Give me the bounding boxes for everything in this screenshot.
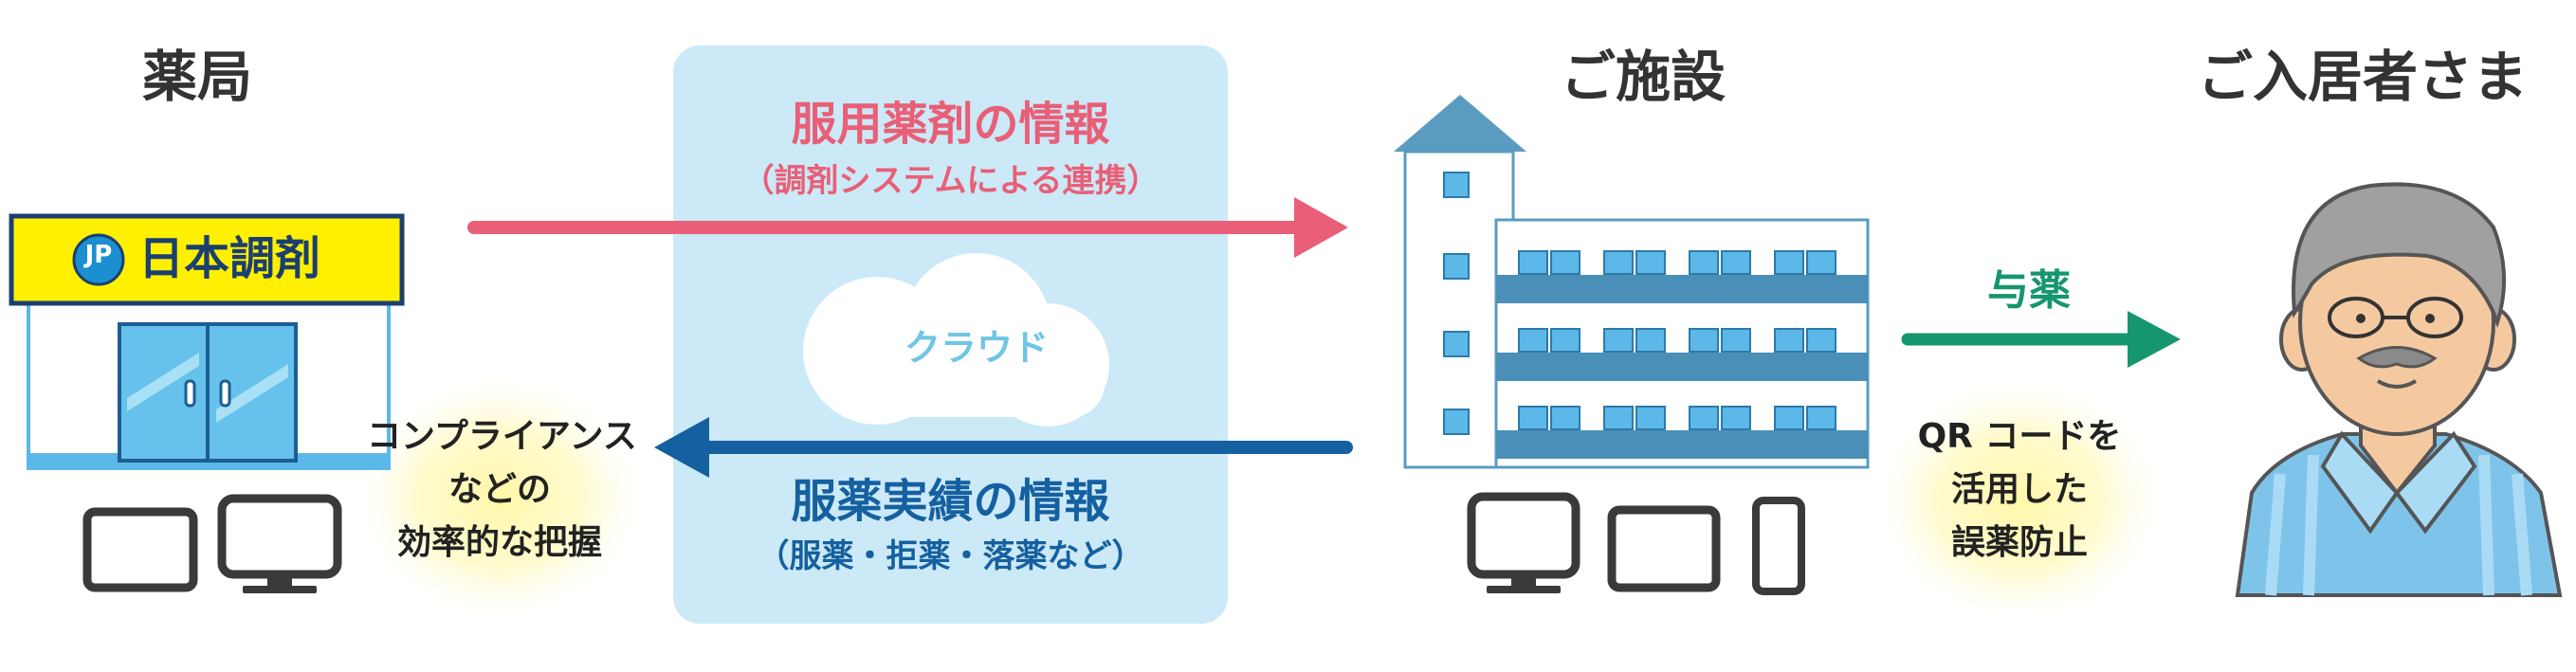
pharmacy-tablet-icon xyxy=(82,507,198,592)
column-title-pharmacy: 薬局 xyxy=(142,45,253,109)
note-left-line-3: 効率的な把握 xyxy=(396,523,602,562)
note-right-line-3: 誤薬防止 xyxy=(1950,523,2088,562)
cloud-icon xyxy=(803,253,1109,427)
facility-monitor-icon xyxy=(1467,492,1580,593)
arrow-facility-to-resident xyxy=(1901,311,2181,368)
pharmacy-sign-name: 日本調剤 xyxy=(138,232,321,285)
note-left-glow xyxy=(348,370,651,626)
facility-smartphone-icon xyxy=(1752,497,1805,595)
note-right-line-1: QR コードを xyxy=(1917,417,2122,456)
facility-building-icon xyxy=(1394,95,1870,469)
facility-tablet-icon xyxy=(1607,505,1721,592)
note-left-line-1: コンプライアンス xyxy=(367,417,637,456)
resident-elderly-man-icon xyxy=(2235,182,2563,597)
arrow-bottom-facility-to-pharmacy xyxy=(654,417,1353,478)
pharmacy-monitor-icon xyxy=(217,494,342,593)
note-left-line-2: などの xyxy=(448,470,551,509)
column-title-residents: ご入居者さま xyxy=(2198,45,2529,109)
pharmacy-logo-mark: JP xyxy=(84,241,113,269)
flow-bottom-subtitle: （服薬・拒薬・落薬など） xyxy=(757,537,1144,575)
cloud-label: クラウド xyxy=(904,327,1049,369)
flow-top-subtitle: （調剤システムによる連携） xyxy=(741,162,1160,200)
flow-right-label: 与薬 xyxy=(1987,266,2071,315)
note-right-glow xyxy=(1868,372,2171,628)
column-title-facility: ご施設 xyxy=(1561,45,1726,109)
arrow-top-pharmacy-to-facility xyxy=(467,197,1348,258)
flow-top-title: 服用薬剤の情報 xyxy=(791,98,1110,151)
flow-bottom-title: 服薬実績の情報 xyxy=(791,475,1110,528)
note-right-line-2: 活用した xyxy=(1950,470,2088,509)
pharmacy-building-icon xyxy=(9,213,405,470)
